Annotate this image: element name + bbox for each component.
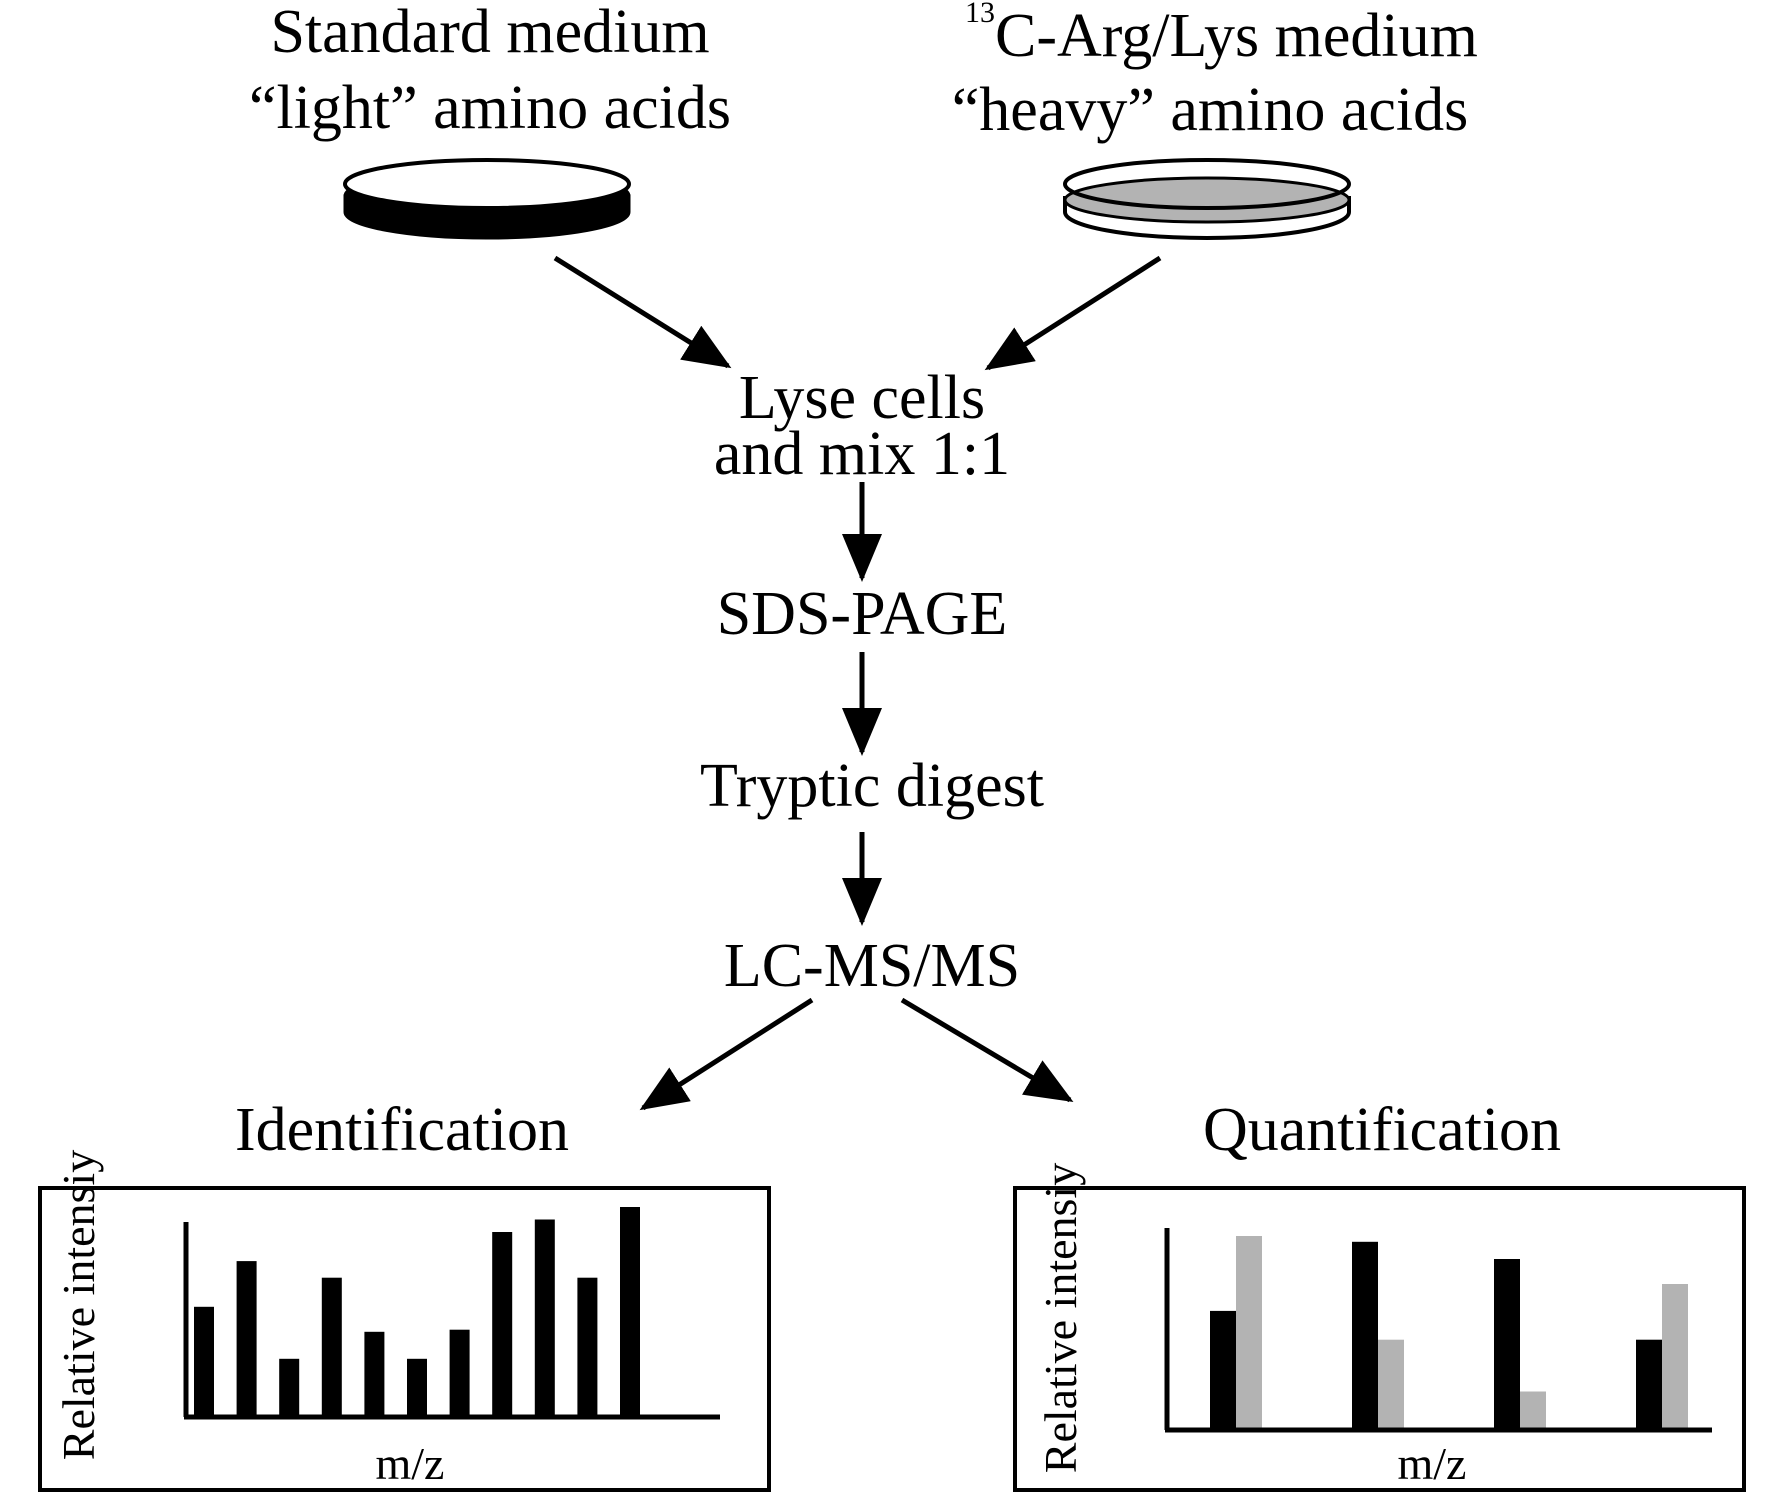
quantification-bars — [1210, 1236, 1688, 1428]
quantification-light-bar — [1636, 1339, 1662, 1428]
quantification-light-bar — [1494, 1259, 1520, 1428]
identification-bar — [279, 1358, 300, 1415]
identification-bar — [620, 1207, 640, 1415]
identification-y-label: Relative intensiy — [53, 1150, 104, 1460]
identification-bar — [321, 1277, 342, 1415]
identification-label: Identification — [235, 1096, 569, 1164]
identification-chart-box — [38, 1186, 771, 1492]
identification-bar — [236, 1261, 257, 1415]
quantification-heavy-bar — [1520, 1391, 1546, 1428]
identification-bar — [194, 1306, 214, 1415]
identification-chart: Relative intensiy m/z — [53, 1150, 720, 1489]
arrow-light-to-lysis — [553, 255, 732, 369]
heavy-medium-title: C-Arg/Lys medium — [995, 2, 1478, 70]
lc-ms-ms-label: LC-MS/MS — [724, 932, 1020, 1000]
arrow-heavy-to-lysis — [984, 255, 1162, 371]
quantification-light-bar — [1352, 1241, 1378, 1428]
arrow-lcms-to-identification — [639, 997, 814, 1111]
identification-bar — [577, 1277, 598, 1415]
quantification-label: Quantification — [1203, 1096, 1561, 1164]
quantification-heavy-bar — [1662, 1284, 1688, 1428]
identification-bar — [449, 1329, 470, 1415]
identification-x-label: m/z — [376, 1438, 445, 1489]
identification-bar — [492, 1232, 513, 1415]
heavy-amino-acids-label: “heavy” amino acids — [952, 76, 1468, 144]
identification-bars — [194, 1207, 640, 1415]
heavy-culture-dish — [1063, 158, 1351, 240]
mix-ratio-label: and mix 1:1 — [714, 420, 1010, 488]
sds-page-label: SDS-PAGE — [717, 580, 1008, 648]
light-medium-title: Standard medium — [270, 0, 709, 66]
arrow-lcms-to-quantification — [900, 997, 1074, 1103]
quantification-heavy-bar — [1378, 1339, 1404, 1428]
identification-bar — [364, 1331, 385, 1415]
light-culture-dish — [343, 158, 631, 240]
quantification-chart: Relative intensiy m/z — [1035, 1163, 1712, 1489]
light-amino-acids-label: “light” amino acids — [249, 74, 731, 142]
quantification-light-bar — [1210, 1310, 1236, 1428]
quantification-chart-box — [1013, 1186, 1746, 1492]
tryptic-digest-label: Tryptic digest — [700, 752, 1044, 820]
lyse-cells-label: Lyse cells — [739, 364, 985, 432]
identification-bar — [534, 1219, 555, 1415]
quantification-heavy-bar — [1236, 1236, 1262, 1428]
isotope-superscript: 13 — [965, 0, 995, 29]
quantification-x-label: m/z — [1398, 1438, 1467, 1489]
quantification-y-label: Relative intensiy — [1035, 1163, 1086, 1473]
identification-bar — [407, 1358, 427, 1415]
